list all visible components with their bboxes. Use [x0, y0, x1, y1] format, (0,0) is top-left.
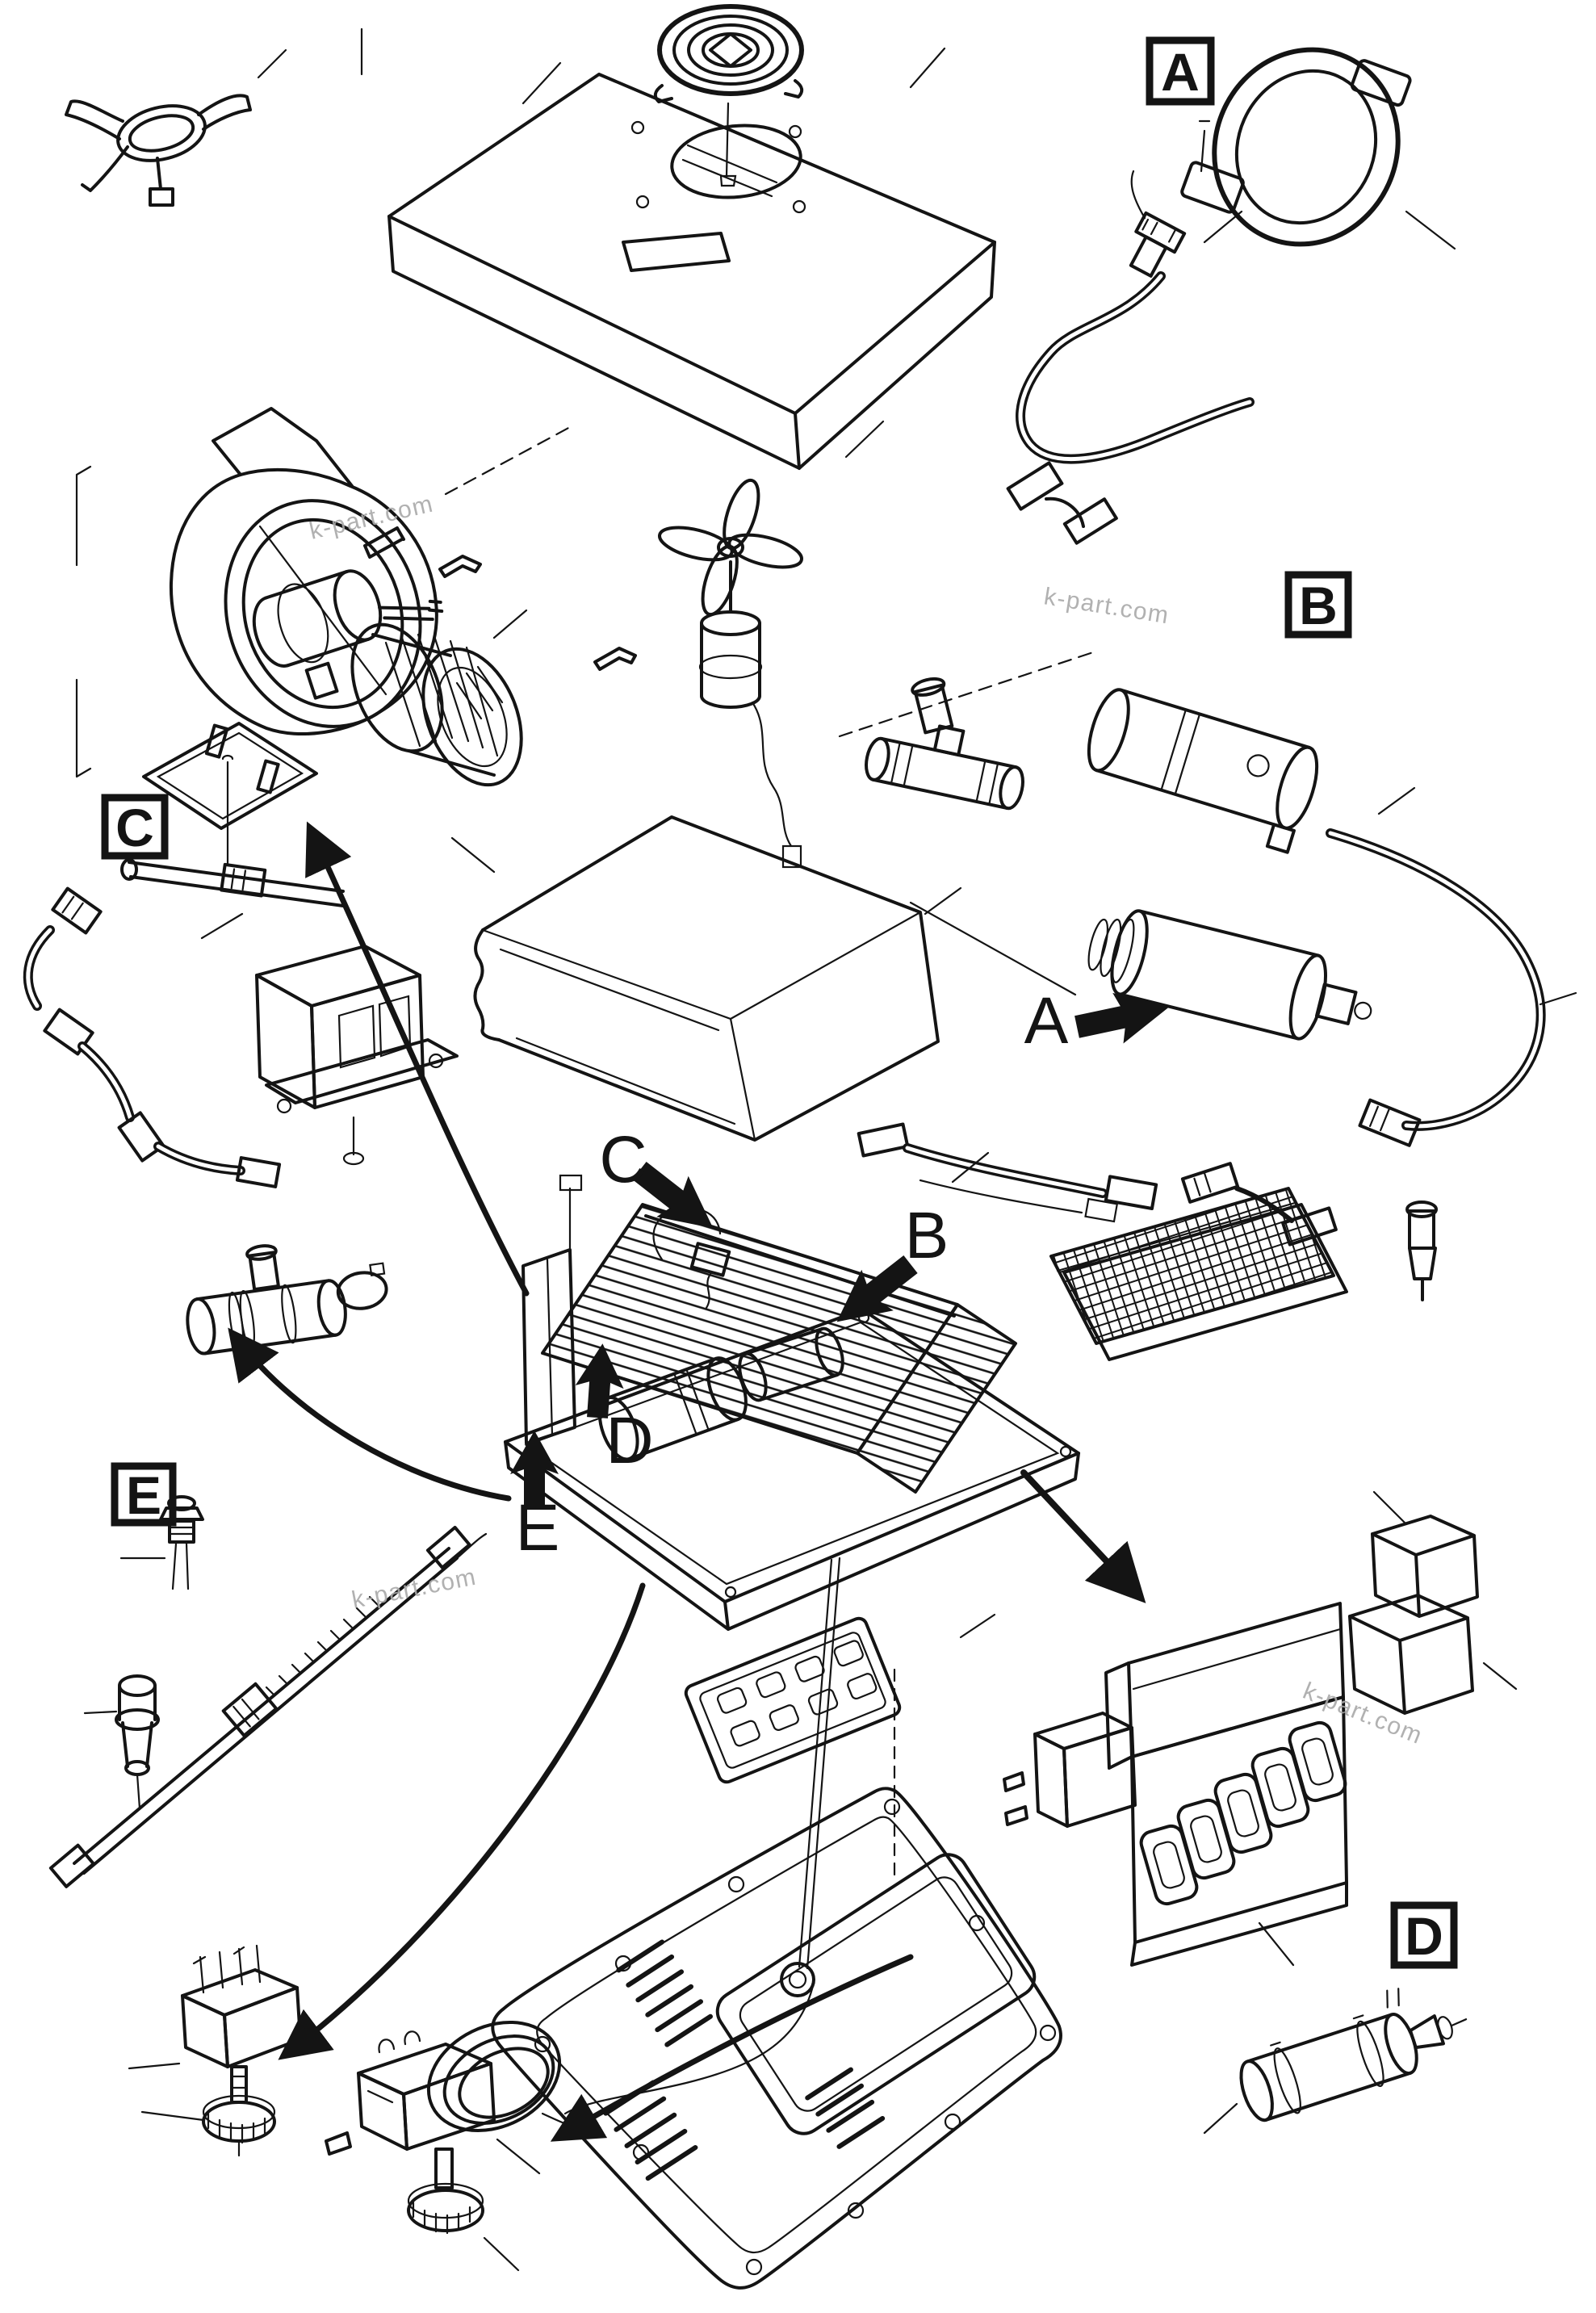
leader-line	[1203, 2102, 1238, 2135]
muffler-cylinder	[1087, 909, 1372, 1041]
part-blower-wheel	[350, 526, 528, 787]
part-condenser-grille	[1049, 1187, 1348, 1361]
arrow-label-a: A	[1024, 984, 1069, 1058]
part-temp-sensor	[83, 1674, 160, 1810]
part-fan-blade	[658, 420, 885, 617]
section-label-e-text: E	[126, 1465, 161, 1525]
part-water-valve	[186, 1244, 388, 1356]
part-foam-cover	[444, 425, 962, 1142]
section-label-c-text: C	[115, 798, 154, 857]
callout-arrows	[510, 992, 1169, 1505]
arrow-label-c: C	[599, 1123, 647, 1196]
part-left-pipe-fittings	[23, 858, 345, 1188]
part-suction-hose	[1006, 170, 1255, 545]
section-label-a-text: A	[1161, 42, 1200, 102]
part-capillary-probe	[48, 1525, 488, 1888]
section-label-D: D	[1390, 1901, 1458, 1969]
part-control-panel	[1104, 1602, 1348, 1967]
arrow-d-icon	[575, 1343, 624, 1418]
part-relay-box-left	[255, 945, 459, 1166]
part-fan-motor	[438, 555, 802, 869]
part-cable-coil	[426, 2020, 602, 2138]
part-pipe-clamp-A	[1180, 47, 1456, 250]
charge-valve	[1405, 1200, 1438, 1301]
arrow-e-icon	[510, 1431, 559, 1505]
part-selector-switch	[128, 1944, 302, 2157]
section-label-E: E	[111, 1462, 177, 1527]
flow-arrows	[228, 821, 1146, 2142]
arrow-label-d: D	[605, 1404, 653, 1477]
watermark: k-part.com	[350, 1564, 479, 1614]
part-connector-cubes	[1348, 1490, 1518, 1715]
part-receiver-drier-assembly	[838, 649, 1577, 1301]
part-top-cover	[387, 73, 996, 470]
part-blower-motor	[252, 569, 444, 700]
part-gasket-plate	[684, 1613, 996, 1883]
part-thermo-sensor-E	[119, 1495, 204, 1590]
part-wiring-clamp	[65, 48, 287, 207]
section-label-B: B	[1284, 571, 1352, 639]
watermark: k-part.com	[307, 490, 436, 544]
arrow-label-e: E	[516, 1491, 560, 1565]
arrow-a-icon	[1074, 992, 1169, 1044]
part-thermostat-switch	[325, 2030, 541, 2272]
arrow-label-b: B	[905, 1199, 949, 1272]
receiver-drier	[1087, 688, 1319, 854]
arrow-c-icon	[632, 1161, 714, 1229]
part-heater-valve-D	[1239, 1988, 1468, 2122]
arrow-b-icon	[836, 1255, 918, 1322]
section-label-d-text: D	[1405, 1906, 1443, 1966]
part-liquid-hose	[857, 1122, 1158, 1223]
section-label-C: C	[101, 794, 169, 860]
watermark: k-part.com	[1042, 583, 1171, 629]
part-blower-assembly	[75, 407, 438, 865]
section-label-A: A	[1146, 36, 1215, 106]
section-label-b-text: B	[1299, 576, 1338, 635]
part-relay	[1003, 1712, 1137, 1828]
part-fan-grille	[360, 4, 946, 105]
part-bottom-pan	[491, 1557, 1062, 2290]
part-evaporator-unit	[504, 1174, 1080, 1631]
